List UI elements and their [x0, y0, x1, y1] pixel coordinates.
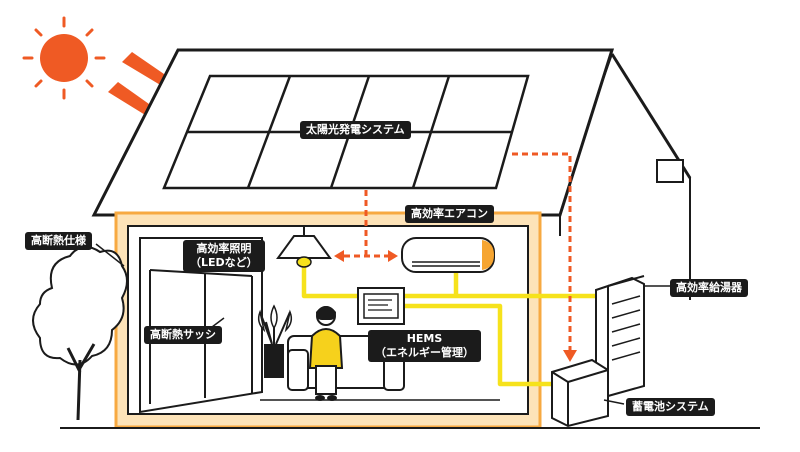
- leader-lines: [95, 243, 670, 405]
- lamp-icon: [276, 226, 332, 268]
- energy-flow-dotted: [344, 152, 572, 350]
- label-lighting: 高効率照明 （LEDなど）: [183, 240, 265, 272]
- label-hems-line2: （エネルギー管理）: [375, 346, 474, 359]
- label-hems: HEMS （エネルギー管理）: [368, 330, 481, 362]
- tree-icon: [32, 245, 128, 421]
- label-sash: 高断熱サッシ: [144, 326, 222, 344]
- battery-icon: [551, 358, 609, 428]
- sun-icon: [22, 16, 106, 100]
- label-solar-system: 太陽光発電システム: [300, 121, 411, 139]
- hems-monitor-icon: [357, 287, 405, 325]
- plant-icon: [257, 304, 293, 378]
- label-insulation: 高断熱仕様: [25, 232, 92, 250]
- chimney: [656, 159, 684, 183]
- label-lighting-line1: 高効率照明: [196, 242, 252, 255]
- label-lighting-line2: （LEDなど）: [190, 256, 258, 269]
- label-hems-line1: HEMS: [406, 332, 443, 345]
- person-icon: [308, 306, 344, 401]
- label-water-heater: 高効率給湯器: [670, 279, 748, 297]
- air-conditioner-icon: [401, 237, 495, 273]
- label-battery: 蓄電池システム: [626, 398, 715, 416]
- label-aircon: 高効率エアコン: [405, 205, 494, 223]
